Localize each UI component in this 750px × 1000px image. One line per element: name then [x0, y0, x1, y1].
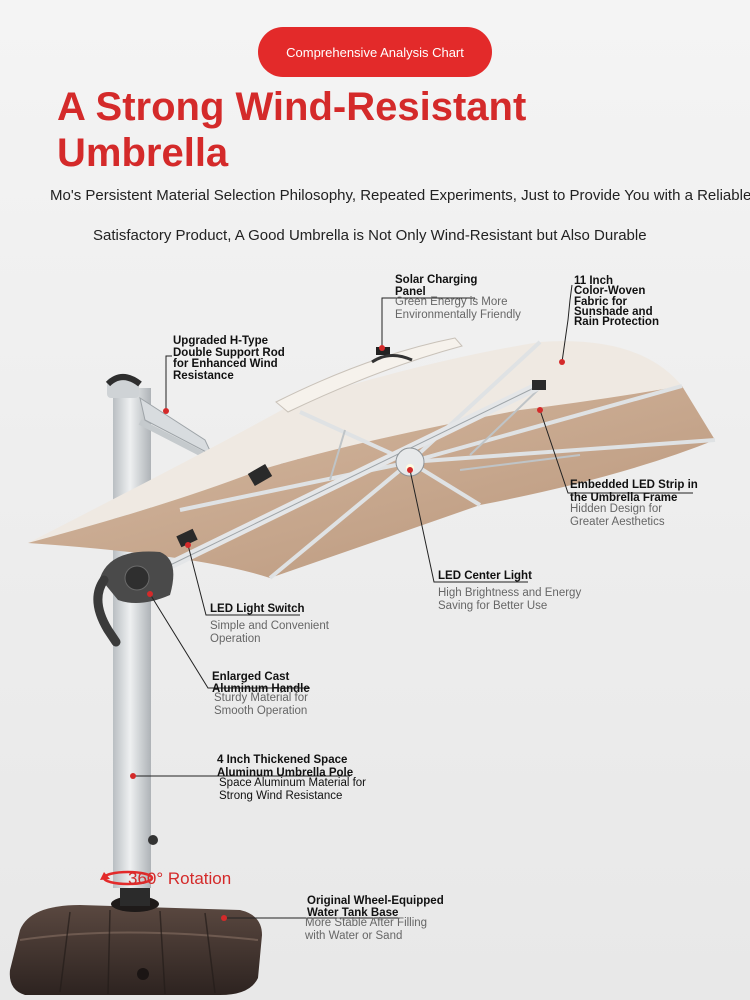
- callout-description: Space Aluminum Material for Strong Wind …: [219, 777, 367, 802]
- title-line-1: A Strong Wind-Resistant: [57, 85, 527, 129]
- callout-led-strip: Embedded LED Strip in the Umbrella Frame…: [570, 479, 698, 529]
- rotation-label: 360° Rotation: [128, 869, 232, 888]
- callout-leader-lines: [133, 284, 693, 919]
- umbrella-pole: [105, 374, 158, 888]
- callout-title: 11 Inch Color-Woven Fabric for Sunshade …: [574, 275, 659, 329]
- badge-label: Comprehensive Analysis Chart: [286, 44, 464, 60]
- callout-title: Embedded LED Strip in the Umbrella Frame: [570, 479, 698, 504]
- callout-description: Simple and Convenient Operation: [210, 619, 329, 645]
- callout-dots: [130, 345, 565, 921]
- callout-base: Original Wheel-Equipped Water Tank Base …: [305, 895, 444, 943]
- callout-title: 4 Inch Thickened Space Aluminum Umbrella…: [217, 754, 354, 779]
- umbrella-canopy: [28, 340, 716, 580]
- callout-support-rod: Upgraded H-Type Double Support Rod for E…: [173, 335, 285, 382]
- callout-solar-panel: Solar Charging Panel Green Energy is Mor…: [395, 274, 521, 322]
- subtitle-line-2: Satisfactory Product, A Good Umbrella is…: [93, 227, 647, 244]
- callout-title: Upgraded H-Type Double Support Rod for E…: [173, 335, 285, 382]
- callout-title: Solar Charging Panel: [395, 274, 478, 298]
- callout-description: High Brightness and Energy Saving for Be…: [438, 586, 582, 612]
- callout-description: Sturdy Material for Smooth Operation: [214, 692, 308, 717]
- subtitle-line-1: Mo's Persistent Material Selection Philo…: [50, 187, 750, 204]
- water-tank-base: [9, 880, 262, 995]
- callout-description: More Stable After Filling with Water or …: [305, 917, 428, 942]
- rotation-arrow-icon: [100, 870, 154, 886]
- callout-light-switch: LED Light Switch Simple and Convenient O…: [210, 603, 329, 646]
- callout-handle: Enlarged Cast Aluminum Handle Sturdy Mat…: [212, 671, 310, 718]
- callout-description: Hidden Design for Greater Aesthetics: [570, 503, 665, 528]
- callout-title: LED Center Light: [438, 570, 532, 582]
- callout-fabric: 11 Inch Color-Woven Fabric for Sunshade …: [574, 275, 659, 329]
- callout-title: LED Light Switch: [210, 603, 305, 615]
- callout-title: Enlarged Cast Aluminum Handle: [212, 671, 310, 695]
- title-line-2: Umbrella: [57, 131, 229, 175]
- solar-panel-icon: [275, 337, 463, 413]
- callout-center-light: LED Center Light High Brightness and Ene…: [438, 570, 582, 613]
- callout-description: Green Energy is More Environmentally Fri…: [395, 296, 521, 321]
- analysis-chart-badge: Comprehensive Analysis Chart: [258, 27, 492, 77]
- callout-pole: 4 Inch Thickened Space Aluminum Umbrella…: [217, 754, 366, 803]
- page-title: A Strong Wind-Resistant Umbrella: [57, 84, 617, 176]
- callout-title: Original Wheel-Equipped Water Tank Base: [307, 895, 444, 919]
- cast-aluminum-handle: [93, 551, 174, 647]
